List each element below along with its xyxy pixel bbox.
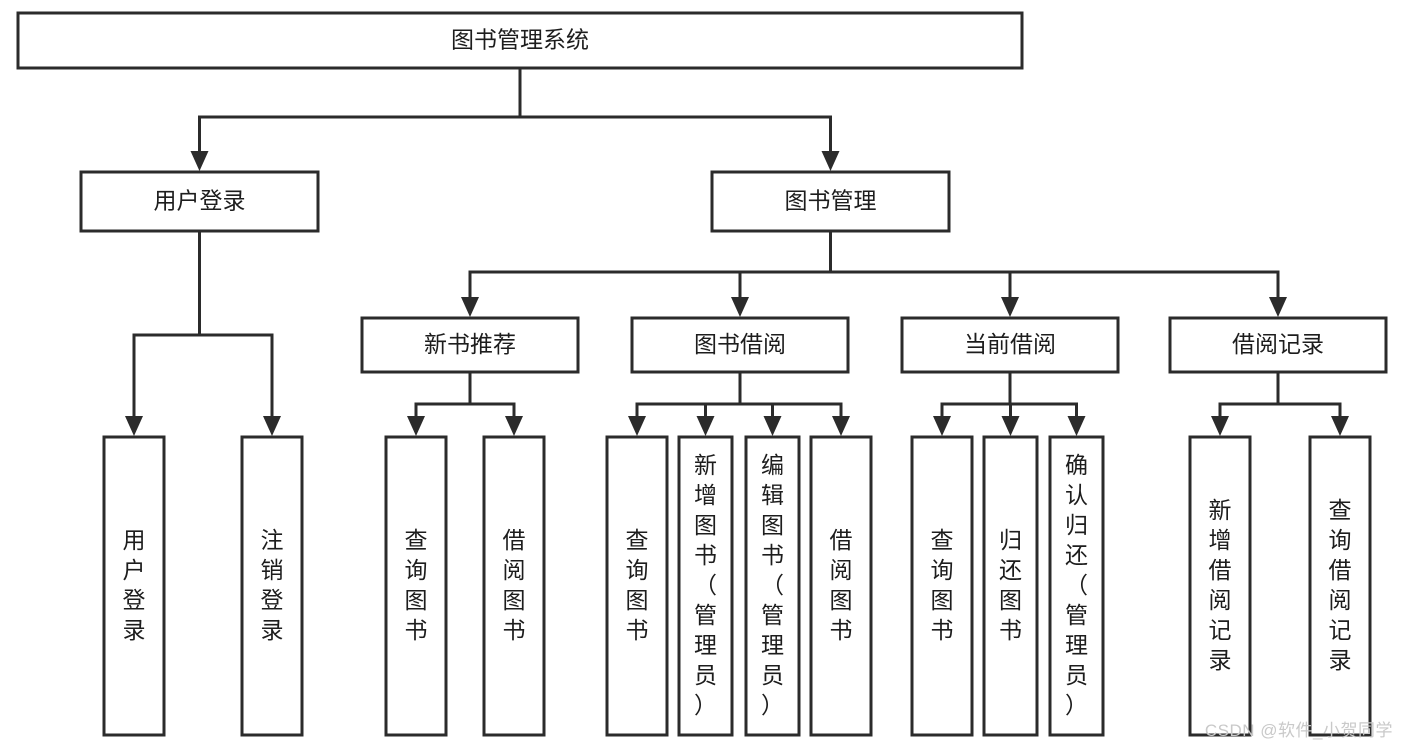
node-box — [677, 435, 734, 737]
node-label: 图书借阅 — [694, 331, 786, 357]
node-label: 借阅图书 — [830, 527, 853, 643]
node-label: 当前借阅 — [964, 331, 1056, 357]
arrow-head-icon — [1001, 297, 1019, 317]
node-layer: 图书管理系统用户登录图书管理新书推荐图书借阅当前借阅借阅记录用户登录注销登录查询… — [16, 11, 1388, 737]
node-box — [710, 170, 951, 233]
level3-node[interactable]: 图书借阅 — [630, 316, 850, 374]
node-box — [1188, 435, 1252, 737]
leaf-node[interactable]: 归还图书 — [982, 435, 1039, 737]
level3-node[interactable]: 借阅记录 — [1168, 316, 1388, 374]
node-box — [900, 316, 1120, 374]
arrow-head-icon — [628, 416, 646, 436]
node-label: 用户登录 — [123, 527, 146, 643]
node-box — [240, 435, 304, 737]
leaf-node[interactable]: 编辑图书（管理员） — [744, 435, 801, 737]
leaf-node[interactable]: 注销登录 — [240, 435, 304, 737]
node-box — [384, 435, 448, 737]
node-box — [910, 435, 974, 737]
connector-layer — [125, 66, 1349, 436]
node-box — [1048, 435, 1105, 737]
arrow-head-icon — [407, 416, 425, 436]
node-label: 编辑图书（管理员） — [761, 452, 784, 718]
arrow-head-icon — [190, 151, 209, 171]
node-box — [1308, 435, 1372, 737]
arrow-head-icon — [263, 416, 281, 436]
node-box — [1168, 316, 1388, 374]
node-label: 查询图书 — [931, 527, 954, 643]
arrow-head-icon — [731, 297, 749, 317]
node-box — [79, 170, 320, 233]
node-box — [630, 316, 850, 374]
arrow-head-icon — [1001, 416, 1020, 436]
leaf-node[interactable]: 借阅图书 — [482, 435, 546, 737]
level3-node[interactable]: 新书推荐 — [360, 316, 580, 374]
arrow-head-icon — [1211, 416, 1229, 436]
leaf-node[interactable]: 新增图书（管理员） — [677, 435, 734, 737]
node-label: 新增借阅记录 — [1209, 497, 1232, 673]
arrow-head-icon — [933, 416, 951, 436]
arrow-head-icon — [1269, 297, 1287, 317]
arrow-head-icon — [763, 416, 782, 436]
node-label: 查询图书 — [405, 527, 428, 643]
node-label: 查询图书 — [626, 527, 649, 643]
node-label: 确认归还（管理员） — [1065, 452, 1088, 718]
node-label: 注销登录 — [261, 527, 284, 643]
arrow-head-icon — [832, 416, 850, 436]
node-label: 用户登录 — [154, 188, 246, 214]
arrow-head-icon — [461, 297, 479, 317]
leaf-node[interactable]: 借阅图书 — [809, 435, 873, 737]
level2-node[interactable]: 图书管理 — [710, 170, 951, 233]
node-label: 归还图书 — [999, 527, 1022, 643]
node-label: 借阅图书 — [503, 527, 526, 643]
node-box — [16, 11, 1024, 70]
leaf-node[interactable]: 查询借阅记录 — [1308, 435, 1372, 737]
arrow-head-icon — [1331, 416, 1349, 436]
level3-node[interactable]: 当前借阅 — [900, 316, 1120, 374]
root-node[interactable]: 图书管理系统 — [16, 11, 1024, 70]
node-label: 图书管理 — [785, 188, 877, 214]
leaf-node[interactable]: 查询图书 — [910, 435, 974, 737]
node-label: 新增图书（管理员） — [694, 452, 717, 718]
leaf-node[interactable]: 查询图书 — [605, 435, 669, 737]
leaf-node[interactable]: 用户登录 — [102, 435, 166, 737]
leaf-node[interactable]: 查询图书 — [384, 435, 448, 737]
node-box — [482, 435, 546, 737]
watermark-label: CSDN @软件_小贺同学 — [1204, 721, 1393, 740]
arrow-head-icon — [125, 416, 143, 436]
node-label: 借阅记录 — [1232, 331, 1324, 357]
arrow-head-icon — [696, 416, 715, 436]
node-box — [982, 435, 1039, 737]
node-label: 图书管理系统 — [451, 27, 589, 53]
arrow-head-icon — [1067, 416, 1086, 436]
node-label: 新书推荐 — [424, 331, 516, 357]
leaf-node[interactable]: 新增借阅记录 — [1188, 435, 1252, 737]
arrow-head-icon — [821, 151, 840, 171]
leaf-node[interactable]: 确认归还（管理员） — [1048, 435, 1105, 737]
node-box — [360, 316, 580, 374]
level2-node[interactable]: 用户登录 — [79, 170, 320, 233]
node-box — [605, 435, 669, 737]
node-box — [102, 435, 166, 737]
node-label: 查询借阅记录 — [1329, 497, 1352, 673]
node-box — [744, 435, 801, 737]
arrow-head-icon — [505, 416, 523, 436]
node-box — [809, 435, 873, 737]
